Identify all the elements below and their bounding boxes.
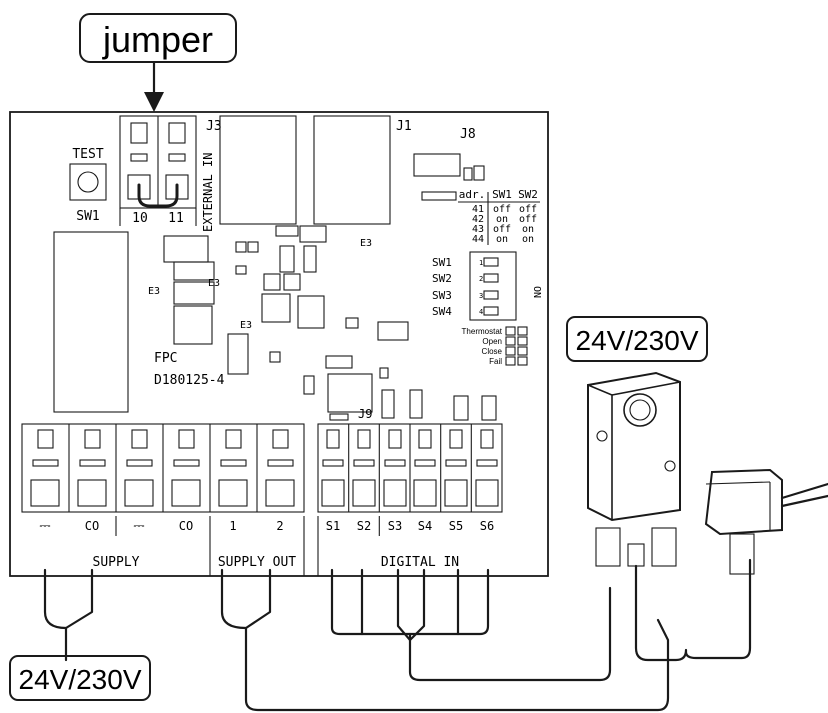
voltage-top-label: 24V/230V [576,325,699,356]
external-in-label: EXTERNAL IN [201,153,215,232]
dip-number: 1 [479,259,483,267]
table-cell: on [496,214,508,225]
j9-label: J9 [358,407,372,421]
supply-out-group-label: SUPPLY OUT [218,555,296,570]
table-cell: 44 [472,234,484,245]
terminal-label: 2 [276,519,283,533]
supply-wire [43,568,94,630]
table-cell: off [519,204,537,215]
dip-label: SW2 [432,272,452,285]
svg-text:E3: E3 [208,278,220,289]
voltage-bottom-label: 24V/230V [19,664,142,695]
table-cell: off [493,224,511,235]
wiring [43,558,752,712]
sw2-header: SW2 [518,188,538,201]
table-cell: 41 [472,204,484,215]
table-cell: off [519,214,537,225]
valve-actuator [587,371,681,567]
fpc-part-label: D180125-4 [154,373,225,388]
terminal-10-label: 10 [132,211,148,226]
terminal-label: CO [85,519,99,533]
digital-in-wire [330,568,490,636]
jumper-terminal-block: 10 11 [119,115,197,226]
j3-label: J3 [206,119,222,134]
supply-group-label: SUPPLY [93,555,140,570]
dip-number: 2 [479,275,483,283]
terminal-label: S6 [480,519,494,533]
terminal-label: S3 [388,519,402,533]
terminal-label: 1 [229,519,236,533]
dip-label: SW1 [432,256,452,269]
address-header: adr. [459,188,486,201]
led-label: Open [482,337,502,346]
test-label: TEST [72,147,103,162]
table-cell: 43 [472,224,484,235]
sw1-header: SW1 [492,188,512,201]
table-cell: off [493,204,511,215]
relay-1 [219,115,297,225]
voltage-callout-bottom: 24V/230V [9,655,151,701]
table-cell: on [522,234,534,245]
terminal-labels: ⎓ CO ⎓ CO 1 2 S1 S2 S3 S4 S5 S6 [39,518,494,534]
terminal-11-label: 11 [168,211,184,226]
dip-switch: SW1 SW2 SW3 SW4 1 2 3 4 ON [432,251,542,321]
digital-in-terminal-block [317,423,503,513]
terminal-label: S2 [357,519,371,533]
dip-number: 3 [479,292,483,300]
arrow-down-icon [144,92,164,112]
digital-in-group-label: DIGITAL IN [381,555,459,570]
led-label: Thermostat [462,327,503,336]
on-label: ON [531,286,542,298]
dip-number: 4 [479,308,483,316]
sensor-module [704,468,828,575]
terminal-label: S5 [449,519,463,533]
jumper-wire [137,183,179,208]
led-label: Close [482,347,503,356]
relay-2 [313,115,391,225]
table-cell: on [496,234,508,245]
dip-label: SW3 [432,289,452,302]
svg-text:E3: E3 [148,286,160,297]
svg-text:E3: E3 [360,238,372,249]
led-label: Fail [489,357,502,366]
jumper-callout: jumper [79,13,237,112]
j1-label: J1 [396,119,412,134]
address-table: adr. SW1 SW2 41 off off 42 on off 43 off… [458,188,540,245]
test-button: TEST SW1 [69,147,107,224]
supply-terminal-block [21,423,305,513]
status-leds: Thermostat Open Close Fail [462,326,528,366]
voltage-callout-top: 24V/230V [566,316,708,362]
terminal-label: S4 [418,519,432,533]
sw1-label: SW1 [76,209,99,224]
controller-board: TEST SW1 10 11 EXTERNAL IN J3 J1 J8 [9,111,549,577]
terminal-label: CO [179,519,193,533]
j8-label: J8 [460,127,476,142]
svg-text:E3: E3 [240,320,252,331]
jumper-label: jumper [102,19,213,60]
table-cell: 42 [472,214,484,225]
supply-out-wire [220,568,272,630]
power-module [53,231,129,413]
terminal-label: S1 [326,519,340,533]
dip-label: SW4 [432,305,452,318]
ac-dc-symbol: ⎓ [133,518,144,534]
fpc-label: FPC [154,351,177,366]
table-cell: on [522,224,534,235]
ac-dc-symbol: ⎓ [39,518,50,534]
